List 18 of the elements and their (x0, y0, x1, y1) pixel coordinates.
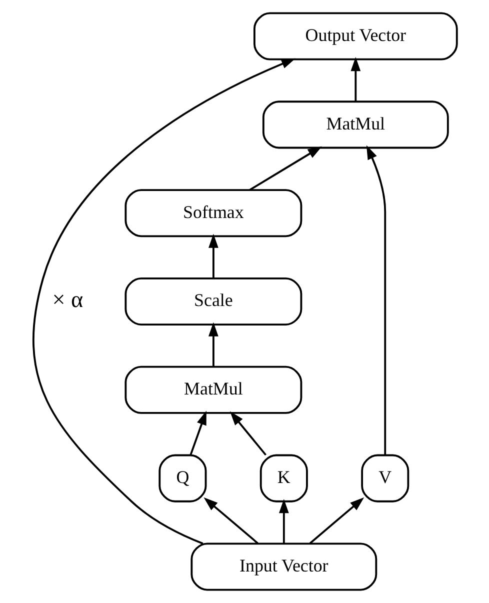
arrow (248, 146, 322, 191)
arrow (366, 145, 386, 456)
arrow (208, 234, 218, 278)
arrow (32, 58, 296, 544)
arrow (308, 497, 364, 544)
arrow (208, 322, 218, 367)
node-box: Output Vector (252, 12, 458, 60)
node-box: Input Vector (190, 542, 377, 591)
node-box: Softmax (124, 189, 302, 238)
arrow (278, 499, 288, 544)
arrow (203, 497, 258, 544)
node-box: MatMul (262, 100, 448, 149)
node-box: MatMul (124, 366, 302, 414)
node-box: Scale (124, 277, 302, 326)
edge-label: × α (52, 286, 83, 312)
arrow (189, 410, 206, 456)
arrow (350, 57, 360, 102)
arrow (229, 411, 266, 456)
